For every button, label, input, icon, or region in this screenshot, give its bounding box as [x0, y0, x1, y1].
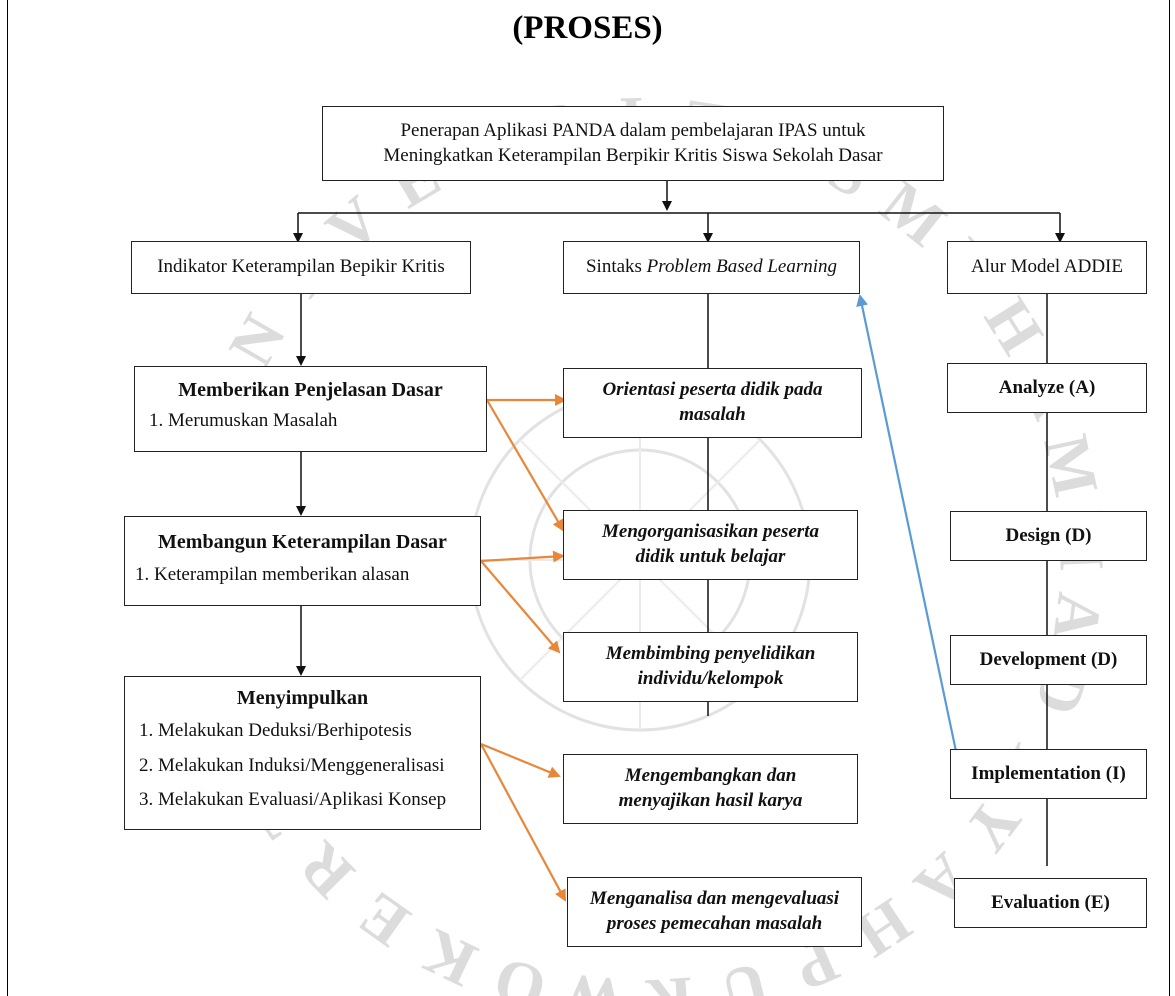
blue-arrow — [856, 294, 959, 757]
pbl-step-2-line1: Mengorganisasikan peserta — [602, 521, 819, 543]
pbl-step-5: Menganalisa dan mengevaluasi proses peme… — [567, 877, 862, 947]
left-box-3-item-3: 3. Melakukan Evaluasi/Aplikasi Konsep — [139, 789, 447, 811]
left-box-3: Menyimpulkan 1. Melakukan Deduksi/Berhip… — [124, 676, 481, 830]
pbl-step-3-line1: Membimbing penyelidikan — [605, 643, 816, 665]
watermark-letter: W — [559, 960, 630, 996]
left-box-3-heading: Menyimpulkan — [236, 687, 369, 709]
left-box-1: Memberikan Penjelasan Dasar 1. Merumuska… — [134, 366, 487, 452]
top-box-line1: Penerapan Aplikasi PANDA dalam pembelaja… — [400, 119, 866, 141]
watermark-letter: M — [1030, 429, 1112, 503]
top-box: Penerapan Aplikasi PANDA dalam pembelaja… — [322, 106, 944, 181]
orange-arrow-2 — [486, 399, 565, 532]
pbl-step-2-line2: didik untuk belajar — [635, 546, 786, 567]
addie-step-evaluation: Evaluation (E) — [954, 878, 1147, 928]
orange-arrow-6 — [480, 743, 566, 902]
pbl-step-3-line2: individu/kelompok — [637, 668, 784, 689]
top-box-line2: Meningkatkan Keterampilan Berpikir Kriti… — [383, 144, 883, 166]
watermark-letter: R — [644, 963, 696, 996]
pbl-step-1-line2: masalah — [679, 404, 746, 425]
left-box-1-heading: Memberikan Penjelasan Dasar — [178, 379, 443, 401]
right-column-header: Alur Model ADDIE — [947, 241, 1147, 294]
addie-step-analyze-label: Analyze (A) — [998, 376, 1096, 398]
left-box-3-item-1: 1. Melakukan Deduksi/Berhipotesis — [139, 720, 412, 741]
addie-step-design: Design (D) — [950, 511, 1147, 561]
pbl-step-1-line1: Orientasi peserta didik pada — [602, 379, 823, 401]
orange-arrow-4 — [480, 560, 561, 654]
addie-step-implementation: Implementation (I) — [950, 749, 1147, 799]
watermark-letter: A — [1040, 589, 1116, 644]
right-column-header-label: Alur Model ADDIE — [971, 256, 1123, 278]
pbl-step-3: Membimbing penyelidikan individu/kelompo… — [563, 632, 858, 702]
addie-step-development-label: Development (D) — [979, 648, 1118, 670]
middle-column-header: Sintaks Problem Based Learning — [563, 241, 860, 294]
middle-column-header-prefix: Sintaks — [585, 256, 647, 278]
addie-step-analyze: Analyze (A) — [947, 363, 1147, 413]
pbl-step-4: Mengembangkan dan menyajikan hasil karya — [563, 754, 858, 824]
addie-step-implementation-label: Implementation (I) — [971, 762, 1126, 784]
middle-column-header-italic: Problem Based Learning — [646, 256, 838, 278]
pbl-step-5-line2: proses pemecahan masalah — [606, 913, 823, 934]
pbl-step-1: Orientasi peserta didik pada masalah — [563, 368, 862, 438]
left-box-2-item-1: 1. Keterampilan memberikan alasan — [135, 564, 410, 585]
addie-step-design-label: Design (D) — [1005, 524, 1092, 546]
left-box-2-heading: Membangun Keterampilan Dasar — [158, 531, 447, 553]
pbl-step-5-line1: Menganalisa dan mengevaluasi — [589, 888, 840, 910]
orange-arrow-3 — [480, 550, 565, 563]
page-frame — [7, 0, 1170, 996]
left-column-header-label: Indikator Keterampilan Bepikir Kritis — [157, 256, 445, 278]
pbl-step-4-line1: Mengembangkan dan — [624, 765, 797, 787]
pbl-step-2: Mengorganisasikan peserta didik untuk be… — [563, 510, 858, 580]
addie-step-development: Development (D) — [950, 635, 1147, 685]
left-column-header: Indikator Keterampilan Bepikir Kritis — [131, 241, 471, 294]
pbl-step-4-line2: menyajikan hasil karya — [618, 790, 803, 811]
left-box-2: Membangun Keterampilan Dasar 1. Keteramp… — [124, 516, 481, 606]
addie-step-evaluation-label: Evaluation (E) — [991, 891, 1110, 913]
orange-arrow-5 — [480, 742, 561, 778]
left-box-1-item-1: 1. Merumuskan Masalah — [149, 410, 338, 431]
page-title: (PROSES) — [512, 10, 663, 46]
left-box-3-item-2: 2. Melakukan Induksi/Menggeneralisasi — [139, 754, 445, 776]
